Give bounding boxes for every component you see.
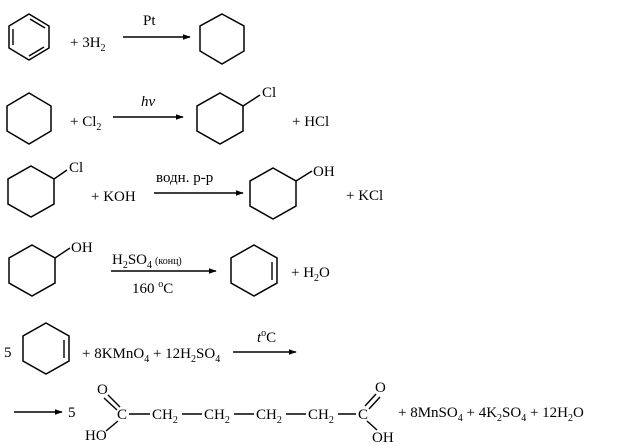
catalyst-label: Pt [143, 13, 156, 29]
solvent-label: водн. р-р [156, 170, 213, 186]
methylene-4: CH2 [308, 407, 334, 426]
carboxyl-carbon-right: C [358, 407, 368, 423]
chlorocyclohexane: Cl [7, 160, 83, 218]
reagent-chlorine: + Cl2 [70, 114, 101, 133]
hydroxyl-substituent: OH [71, 240, 93, 256]
methylene-2: CH2 [204, 407, 230, 426]
cyclohexanol: OH [249, 164, 335, 220]
chloro-substituent: Cl [69, 160, 83, 176]
carbonyl-oxygen-right: O [375, 380, 386, 396]
carboxyl-carbon-left: C [117, 407, 127, 423]
product-line: 5 O C HO CH2 CH2 CH2 CH2 C O OH [14, 380, 584, 446]
hydroxyl-right: OH [372, 430, 394, 446]
cyclohexene-ring [22, 322, 70, 375]
cyclohexanol: OH [8, 240, 93, 297]
cyclohexane-ring [199, 13, 245, 65]
carbonyl-oxygen-left: O [97, 382, 108, 398]
reagent-hydrogen: + 3H2 [70, 35, 106, 54]
reagents-permanganate-acid: + 8KMnO4 + 12H2SO4 [82, 346, 220, 365]
coefficient: 5 [68, 405, 76, 421]
reaction-5: 5 + 8KMnO4 + 12H2SO4 toC [4, 322, 297, 375]
hydroxyl-substituent: OH [313, 164, 335, 180]
benzene-ring [8, 13, 50, 61]
methylene-3: CH2 [256, 407, 282, 426]
adipic-acid: O C HO CH2 CH2 CH2 CH2 C O OH [85, 380, 394, 446]
byproduct-kcl: + KCl [346, 188, 383, 204]
heating-label: toC [257, 328, 276, 346]
chlorocyclohexane: Cl [196, 85, 276, 145]
reaction-1: + 3H2 Pt [8, 13, 245, 65]
side-products: + 8MnSO4 + 4K2SO4 + 12H2O [398, 405, 584, 424]
light-label: hv [141, 94, 156, 110]
reagent-koh: + KOH [91, 189, 136, 205]
reaction-4: OH H2SO4(конц) 160 oC + H2O [8, 240, 330, 297]
byproduct-water: + H2O [291, 265, 330, 284]
cyclohexane-ring [6, 92, 52, 145]
chloro-substituent: Cl [262, 85, 276, 101]
reaction-2: + Cl2 hv Cl + HCl [6, 85, 329, 145]
reaction-3: Cl + KOH водн. р-р OH + KCl [7, 160, 383, 220]
temperature-label: 160 oC [132, 279, 173, 297]
cyclohexene-ring [230, 244, 278, 297]
coefficient: 5 [4, 345, 12, 361]
methylene-1: CH2 [152, 407, 178, 426]
byproduct-hcl: + HCl [292, 114, 329, 130]
hydroxyl-left: HO [85, 428, 107, 444]
sulfuric-acid-label: H2SO4(конц) [112, 252, 182, 271]
